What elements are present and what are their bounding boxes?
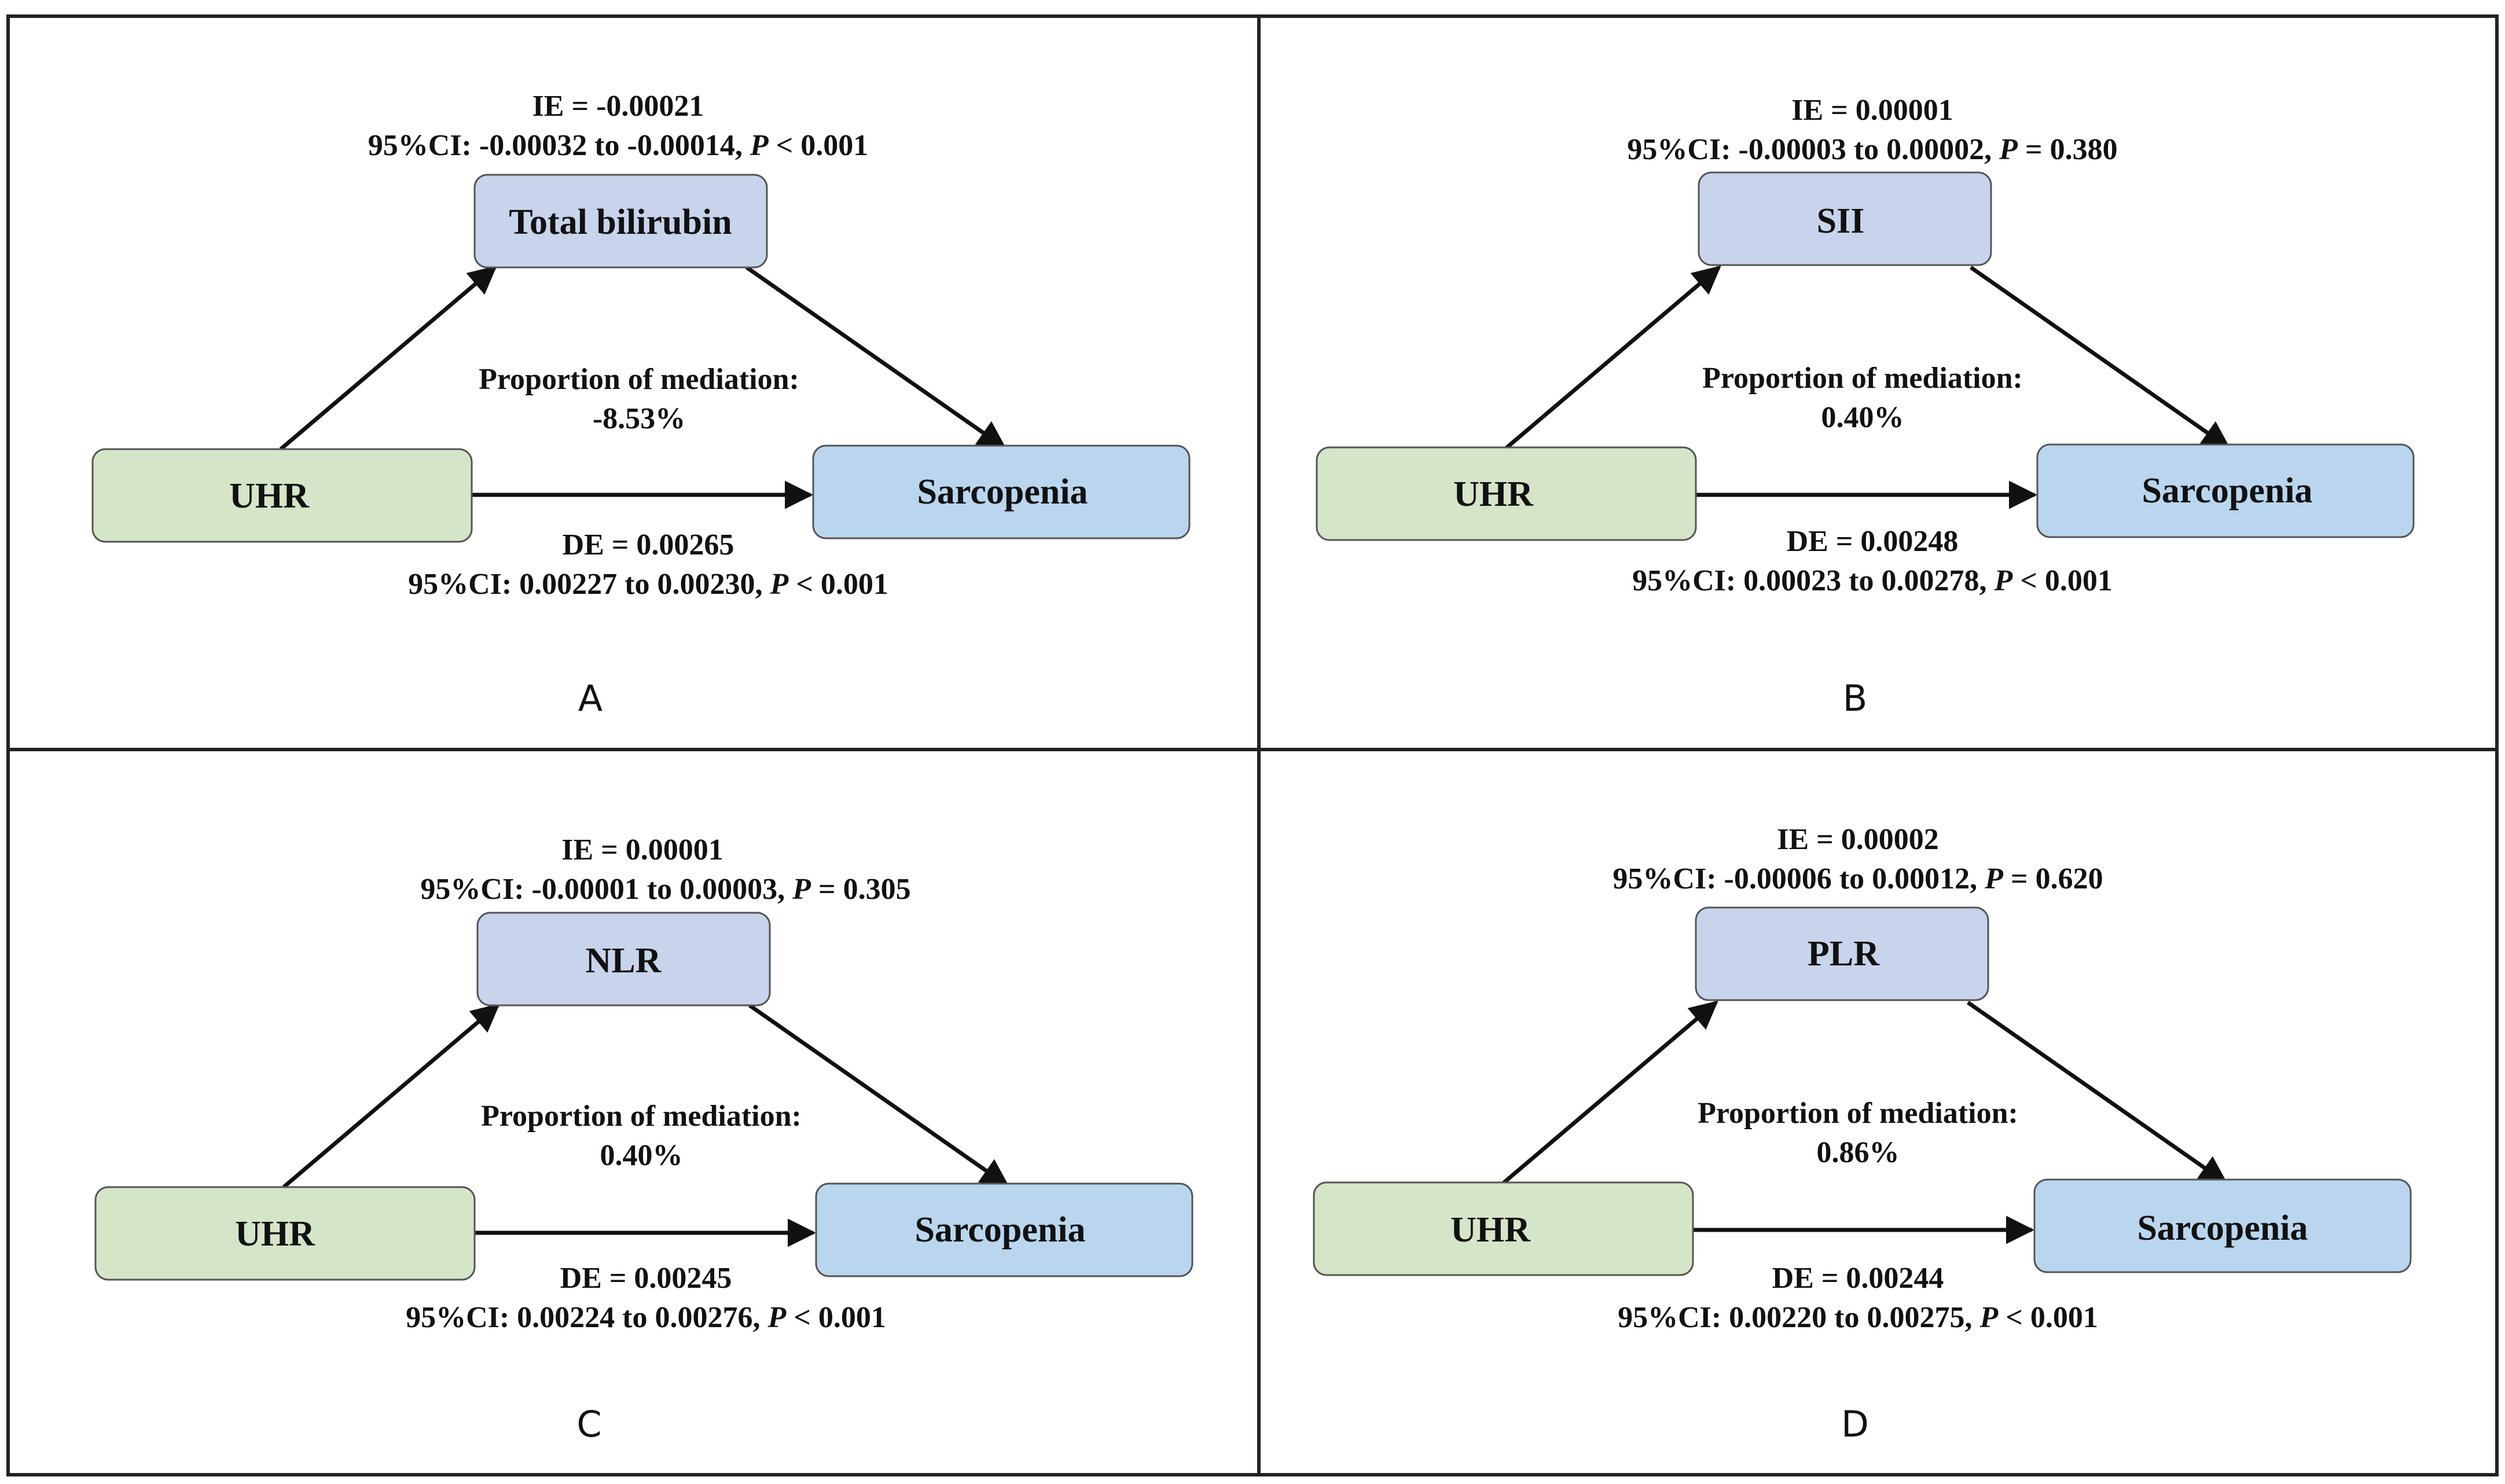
- exposure-box: [91, 448, 473, 543]
- proportion-label: Proportion of mediation:: [479, 363, 799, 396]
- proportion-label: Proportion of mediation:: [481, 1100, 802, 1133]
- panel-b-text: IE = 0.00001 95%CI: -0.00003 to 0.00002,…: [1453, 94, 2312, 719]
- exposure-box: [94, 1186, 476, 1281]
- outcome-label: Sarcopenia: [917, 472, 1088, 512]
- path-b-arrow: [748, 1004, 1010, 1187]
- mediator-label: Total bilirubin: [509, 203, 732, 242]
- ie-value: IE = 0.00002: [1777, 823, 1939, 856]
- mediator-label: NLR: [586, 941, 662, 980]
- panel-c: [94, 912, 1193, 1281]
- panel-d: [1313, 906, 2412, 1276]
- outcome-label: Sarcopenia: [2137, 1208, 2308, 1248]
- outcome-label: Sarcopenia: [914, 1210, 1085, 1250]
- outcome-label: Sarcopenia: [2142, 471, 2312, 510]
- outcome-box: [815, 1182, 1193, 1277]
- panel-label: B: [1843, 677, 1868, 719]
- de-value: DE = 0.00245: [560, 1262, 732, 1295]
- mediator-box: [1698, 171, 1992, 266]
- proportion-value: 0.86%: [1817, 1136, 1900, 1169]
- de-value: DE = 0.00265: [563, 528, 734, 561]
- panel-c-text: IE = 0.00001 95%CI: -0.00001 to 0.00003,…: [235, 833, 1085, 1445]
- exposure-label: UHR: [235, 1214, 315, 1254]
- path-a-arrow: [282, 1003, 500, 1189]
- proportion-value: -8.53%: [593, 402, 685, 435]
- panel-d-text: IE = 0.00002 95%CI: -0.00006 to 0.00012,…: [1450, 823, 2308, 1445]
- mediator-label: PLR: [1808, 934, 1880, 974]
- figure-frame: [6, 14, 2499, 1476]
- ie-ci: 95%CI: -0.00032 to -0.00014, P < 0.001: [368, 129, 868, 162]
- exposure-label: UHR: [229, 476, 310, 516]
- mediator-label: SII: [1817, 201, 1865, 241]
- path-a-arrow: [1500, 1000, 1718, 1186]
- exposure-box: [1316, 446, 1697, 541]
- exposure-label: UHR: [1450, 1210, 1531, 1250]
- exposure-box: [1313, 1181, 1694, 1276]
- ie-value: IE = 0.00001: [1791, 94, 1953, 127]
- proportion-value: 0.40%: [1821, 401, 1904, 434]
- de-ci: 95%CI: 0.00224 to 0.00276, P < 0.001: [406, 1301, 886, 1334]
- ie-value: IE = -0.00021: [532, 90, 704, 123]
- mediator-box: [476, 912, 771, 1007]
- de-value: DE = 0.00244: [1772, 1262, 1944, 1295]
- proportion-value: 0.40%: [600, 1139, 683, 1172]
- path-b-arrow: [745, 266, 1007, 449]
- outcome-box: [2033, 1178, 2412, 1273]
- path-a-arrow: [279, 265, 497, 451]
- path-a-arrow: [1503, 265, 1721, 451]
- panel-a: [91, 174, 1191, 543]
- de-ci: 95%CI: 0.00227 to 0.00230, P < 0.001: [408, 568, 888, 601]
- ie-ci: 95%CI: -0.00001 to 0.00003, P = 0.305: [420, 873, 910, 906]
- panel-a-text: IE = -0.00021 95%CI: -0.00032 to -0.0001…: [229, 90, 1088, 719]
- proportion-label: Proportion of mediation:: [1698, 1097, 2018, 1130]
- ie-ci: 95%CI: -0.00003 to 0.00002, P = 0.380: [1627, 133, 2117, 166]
- panel-b: [1316, 171, 2415, 541]
- panel-label: D: [1841, 1403, 1869, 1445]
- path-b-arrow: [1969, 266, 2231, 449]
- path-b-arrow: [1966, 1001, 2228, 1184]
- de-ci: 95%CI: 0.00220 to 0.00275, P < 0.001: [1618, 1301, 2098, 1334]
- outcome-box: [2036, 443, 2415, 538]
- de-value: DE = 0.00248: [1787, 525, 1959, 558]
- ie-value: IE = 0.00001: [561, 833, 723, 866]
- exposure-label: UHR: [1453, 475, 1534, 514]
- proportion-label: Proportion of mediation:: [1702, 362, 2023, 395]
- de-ci: 95%CI: 0.00023 to 0.00278, P < 0.001: [1632, 564, 2113, 597]
- panel-label: C: [576, 1403, 601, 1445]
- mediator-box: [1695, 906, 1989, 1001]
- mediator-box: [473, 174, 768, 269]
- panel-label: A: [578, 677, 603, 719]
- ie-ci: 95%CI: -0.00006 to 0.00012, P = 0.620: [1613, 862, 2103, 895]
- outcome-box: [812, 445, 1191, 539]
